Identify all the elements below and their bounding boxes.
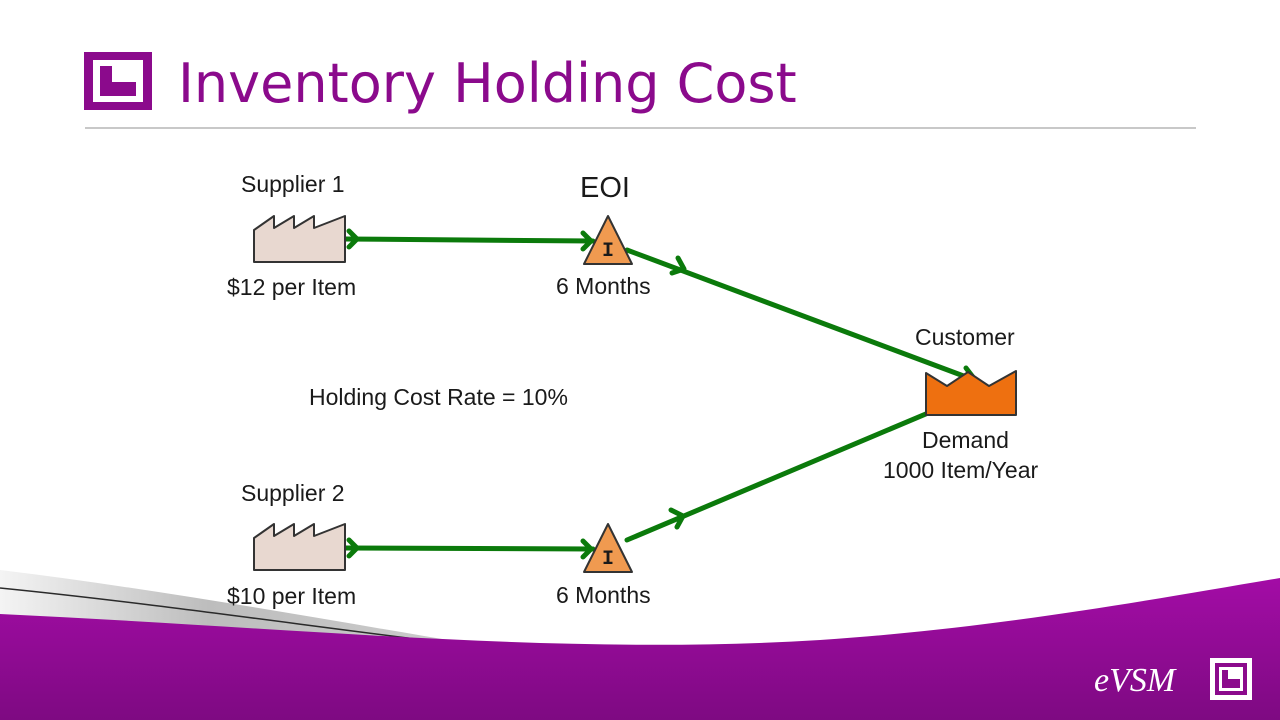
inventory-triangle-icon-1 — [583, 215, 633, 265]
brand-wordmark: eVSM — [1094, 662, 1176, 699]
chevron-right-icon — [580, 538, 594, 560]
inventory-symbol-1: I — [602, 240, 614, 263]
footer-band — [0, 578, 1280, 720]
flow-arrow-supplier2-to-inventory2 — [342, 545, 596, 552]
flow-arrow-supplier1-to-inventory1 — [342, 236, 596, 244]
customer-demand-label: Demand — [922, 427, 1009, 453]
customer-demand-value: 1000 Item/Year — [883, 457, 1039, 483]
customer-name: Customer — [915, 324, 1015, 350]
inventory-2-duration: 6 Months — [556, 582, 651, 608]
logo-icon — [84, 52, 152, 110]
inventory-1-duration: 6 Months — [556, 273, 651, 299]
chevron-right-icon — [346, 228, 360, 250]
holding-cost-rate: Holding Cost Rate = 10% — [309, 384, 568, 410]
factory-icon-supplier-2 — [253, 523, 346, 571]
footer-logo-icon — [1210, 658, 1252, 700]
inventory-symbol-2: I — [602, 548, 614, 571]
supplier-1-name: Supplier 1 — [241, 171, 345, 197]
chevron-right-icon — [669, 255, 687, 276]
chevron-right-icon — [346, 537, 360, 559]
factory-icon-supplier-1 — [253, 215, 346, 263]
supplier-2-price: $10 per Item — [227, 583, 357, 609]
slide-title: Inventory Holding Cost — [178, 52, 797, 115]
inventory-1-heading: EOI — [580, 172, 630, 204]
flow-arrow-inventory1-to-customer — [624, 247, 980, 384]
customer-icon — [925, 370, 1017, 416]
inventory-triangle-icon-2 — [583, 523, 633, 573]
supplier-2-name: Supplier 2 — [241, 480, 345, 506]
chevron-right-icon — [580, 230, 594, 252]
supplier-1-price: $12 per Item — [227, 274, 357, 300]
chevron-right-icon — [668, 507, 686, 530]
